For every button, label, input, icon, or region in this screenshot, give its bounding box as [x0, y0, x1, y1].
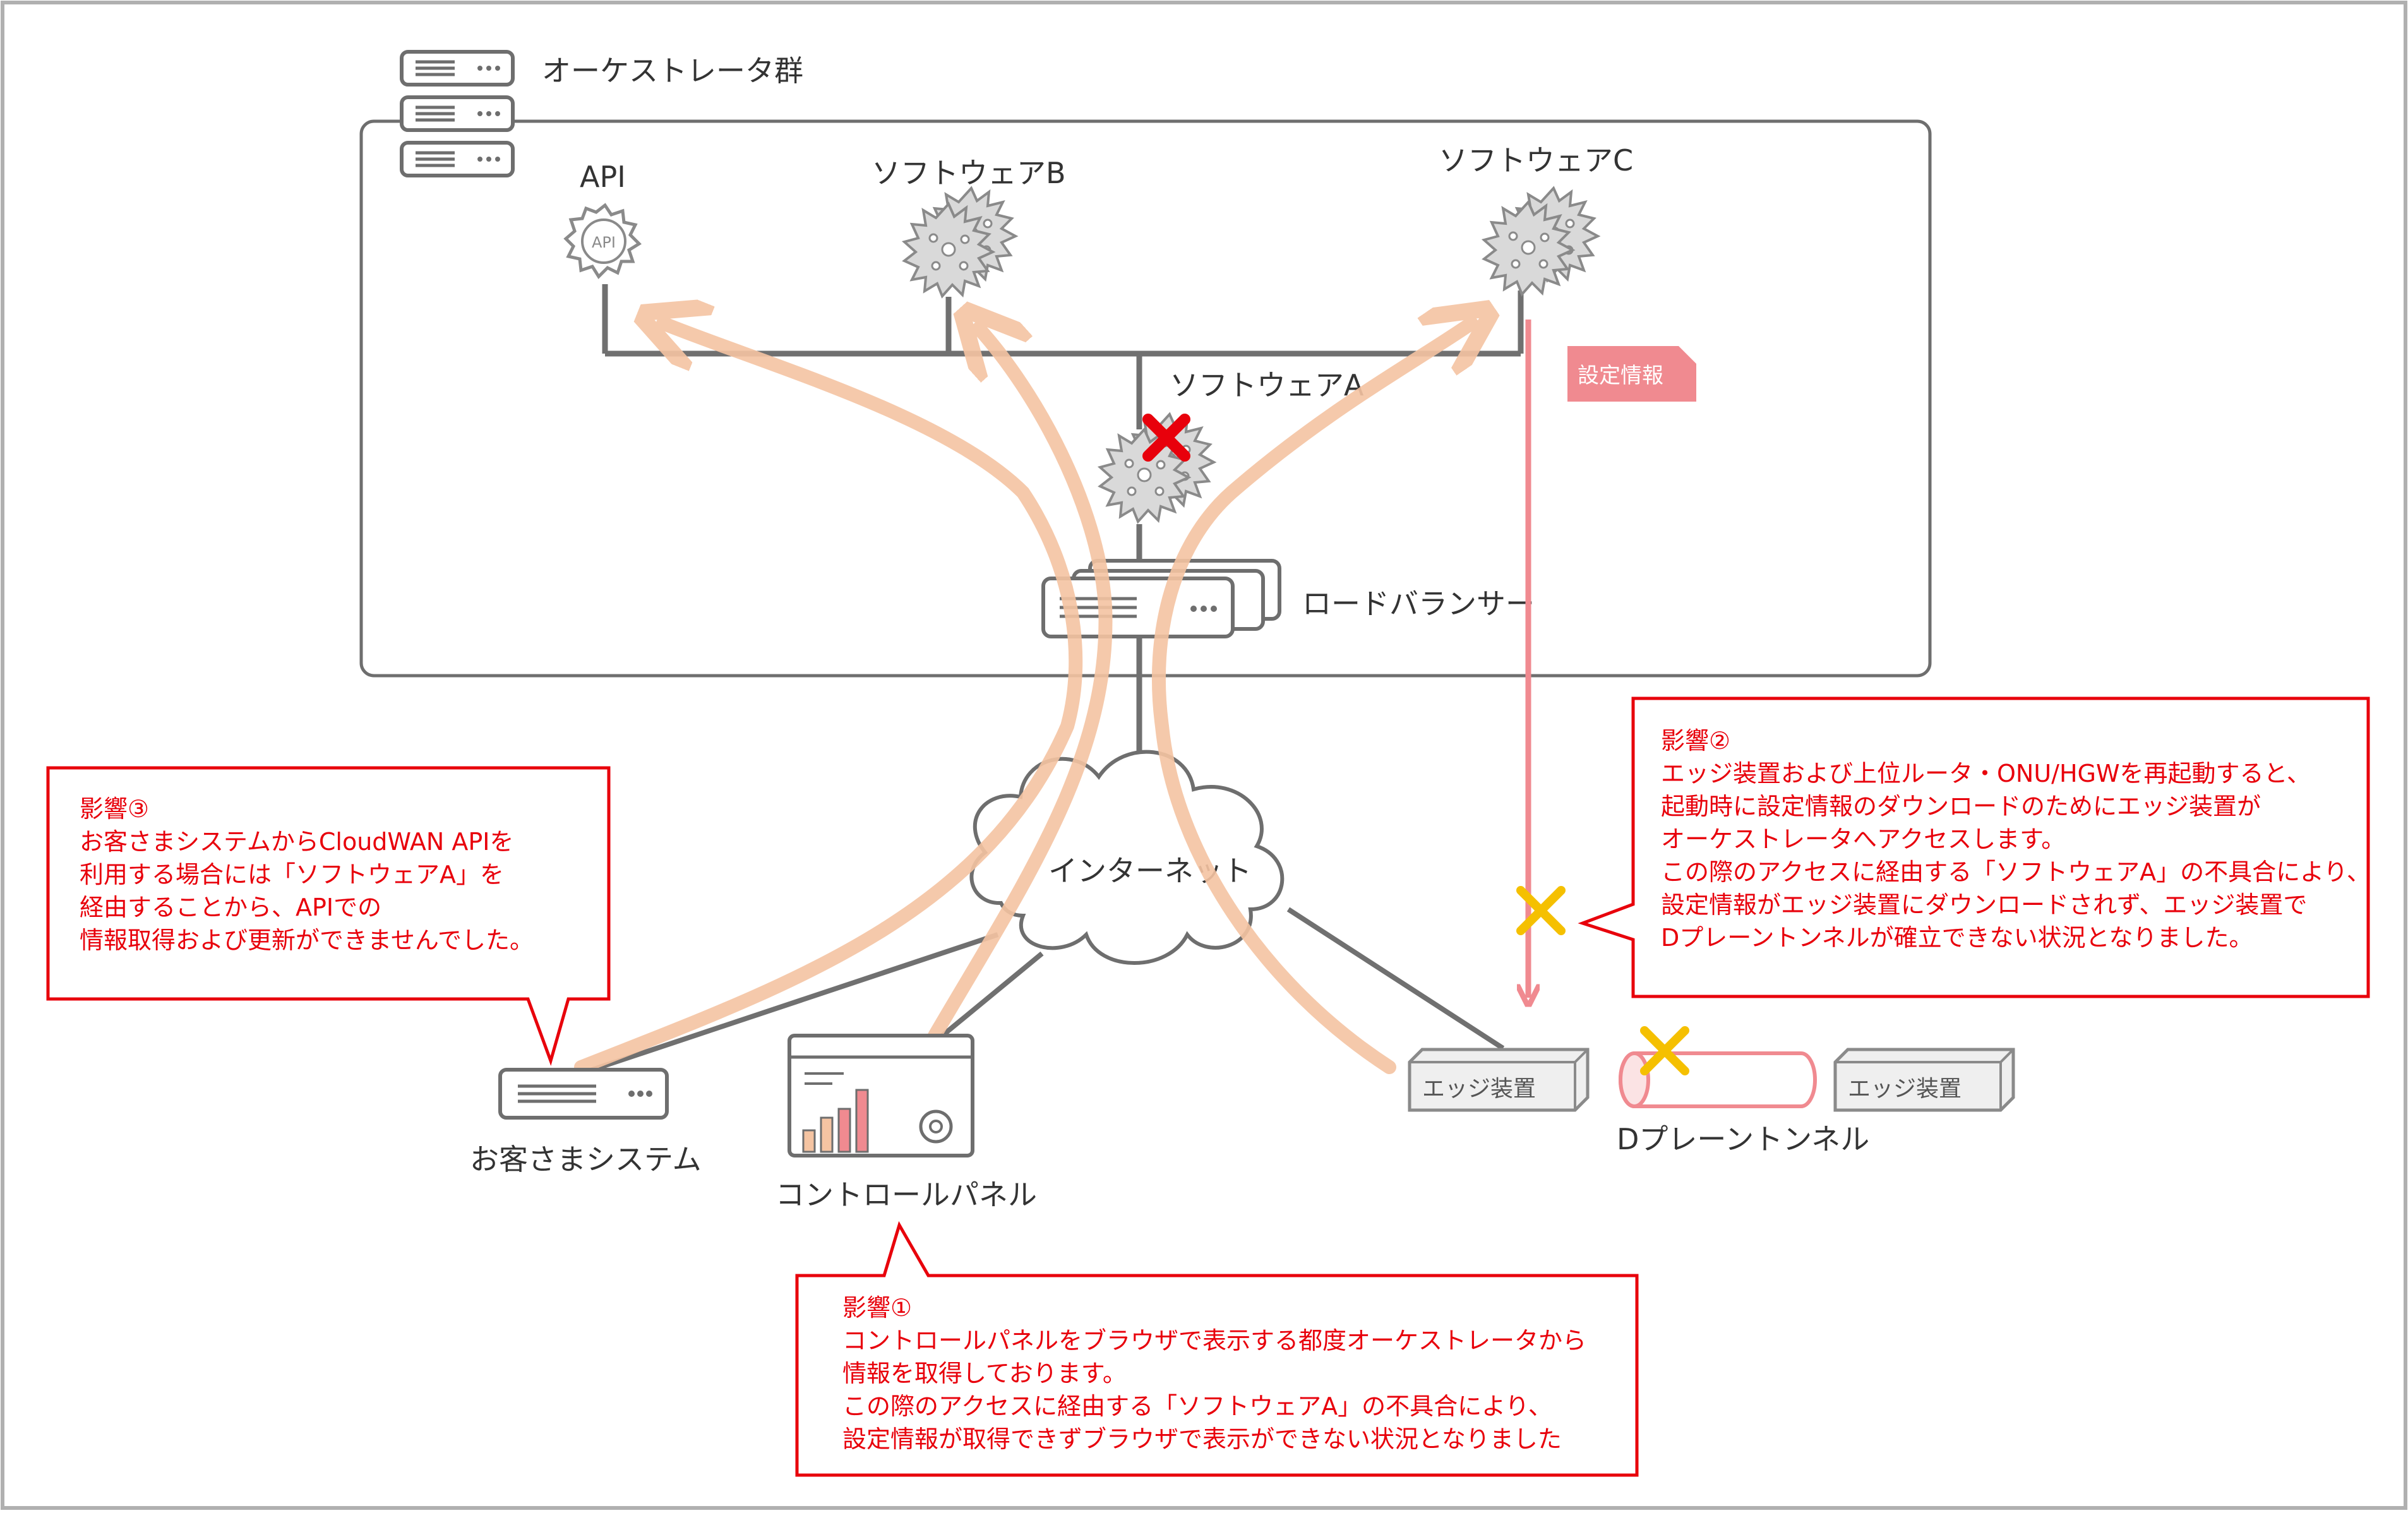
d-plane-tunnel-icon — [1619, 1051, 1817, 1108]
impact1-line: この際のアクセスに経由する「ソフトウェアA」の不具合により、 — [842, 1392, 1552, 1420]
impact3-title: 影響③ — [80, 795, 149, 823]
access-flow-arrows — [574, 323, 1471, 1074]
config-info-tag: 設定情報 — [1567, 346, 1696, 402]
network-lines — [580, 907, 1505, 1076]
api-gear-icon: API — [563, 203, 642, 279]
software-a-label: ソフトウェアA — [1170, 368, 1364, 402]
orchestrator-group-label: オーケストレータ群 — [542, 54, 803, 88]
server-stack-icon — [402, 52, 513, 176]
api-label: API — [580, 160, 626, 194]
impact2-line: 起動時に設定情報のダウンロードのためにエッジ装置が — [1661, 792, 2261, 820]
d-plane-tunnel-label: Dプレーントンネル — [1617, 1122, 1869, 1156]
impact3-line: 経由することから、APIでの — [80, 894, 381, 921]
load-balancer-label: ロードバランサー — [1302, 587, 1535, 621]
impact3-line: 情報取得および更新ができませんでした。 — [80, 926, 534, 954]
impact1-line: 情報を取得しております。 — [842, 1360, 1127, 1387]
impact1-line: コントロールパネルをブラウザで表示する都度オーケストレータから — [842, 1327, 1586, 1355]
failure-x-icon — [1142, 414, 1190, 462]
api-icon-text: API — [592, 234, 616, 251]
customer-system-label: お客さまシステム — [470, 1142, 702, 1176]
control-panel-icon — [788, 1034, 974, 1157]
impact1-line: 設定情報が取得できずブラウザで表示ができない状況となりました — [842, 1425, 1562, 1453]
svg-text:設定情報: 設定情報 — [1578, 363, 1663, 388]
control-panel-label: コントロールパネル — [776, 1178, 1037, 1212]
impact2-line: 設定情報がエッジ装置にダウンロードされず、エッジ装置で — [1661, 891, 2307, 919]
impact3-line: お客さまシステムからCloudWAN APIを — [80, 828, 514, 856]
impact2-callout: 影響② エッジ装置および上位ルータ・ONU/HGWを再起動すると、 起動時に設定… — [1578, 697, 2371, 998]
impact2-line: オーケストレータへアクセスします。 — [1661, 825, 2065, 853]
impact3-line: 利用する場合には「ソフトウェアA」を — [80, 861, 504, 888]
edge-device-1-icon: エッジ装置 — [1408, 1048, 1590, 1112]
edge-device-2-label: エッジ装置 — [1848, 1076, 1962, 1102]
edge-device-1-label: エッジ装置 — [1422, 1076, 1536, 1102]
software-c-label: ソフトウェアC — [1439, 143, 1633, 177]
warning-x-icon-tunnel — [1640, 1026, 1689, 1075]
impact3-callout: 影響③ お客さまシステムからCloudWAN APIを 利用する場合には「ソフト… — [46, 766, 611, 1067]
edge-device-2-icon: エッジ装置 — [1833, 1048, 2015, 1112]
internet-cloud-icon — [969, 750, 1285, 965]
impact1-title: 影響① — [842, 1294, 912, 1322]
warning-x-icon-config — [1516, 886, 1566, 935]
customer-system-icon — [498, 1068, 669, 1120]
impact2-line: Dプレーントンネルが確立できない状況となりました。 — [1661, 924, 2253, 952]
impact2-line: エッジ装置および上位ルータ・ONU/HGWを再起動すると、 — [1661, 760, 2311, 787]
impact2-title: 影響② — [1661, 727, 1730, 755]
software-b-label: ソフトウェアB — [872, 156, 1066, 190]
impact1-callout: 影響① コントロールパネルをブラウザで表示する都度オーケストレータから 情報を取… — [795, 1221, 1639, 1477]
impact2-line: この際のアクセスに経由する「ソフトウェアA」の不具合により、 — [1661, 858, 2371, 886]
